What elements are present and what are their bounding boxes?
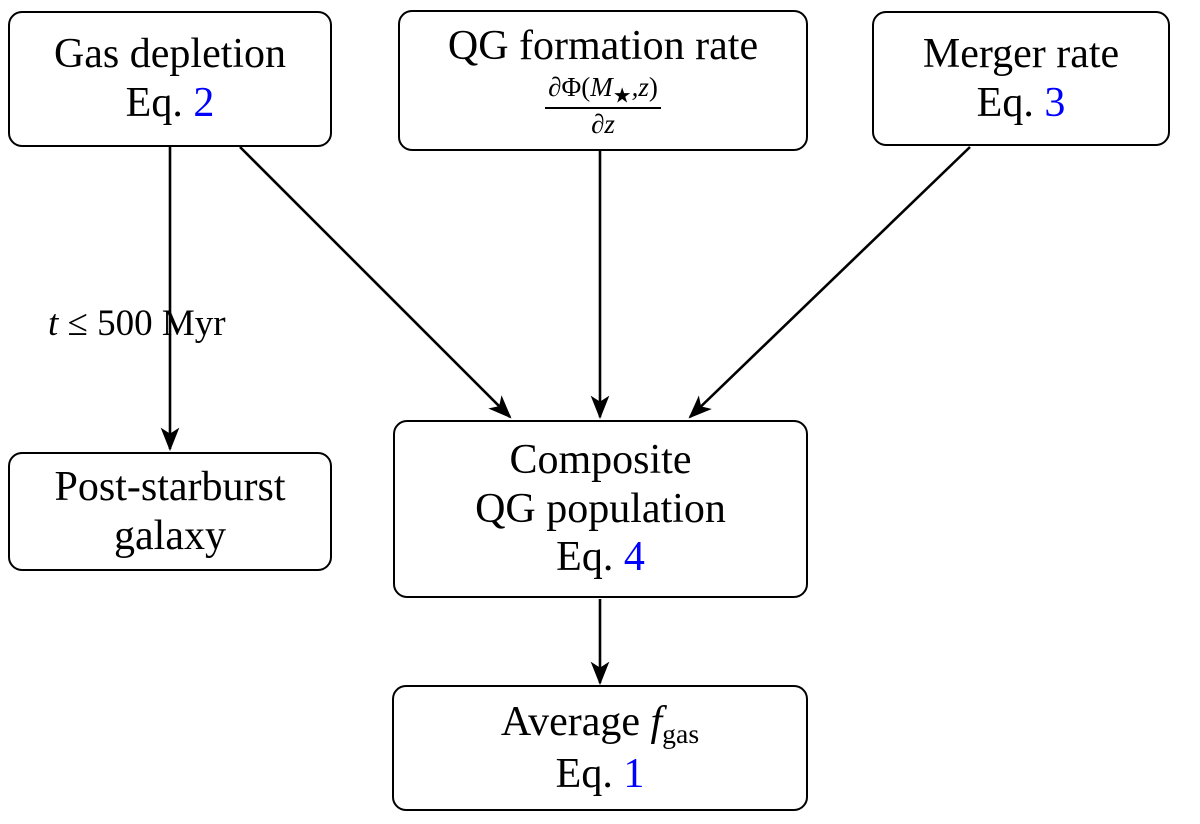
- time-symbol: t: [48, 303, 59, 344]
- node-qg-formation-rate-title: QG formation rate: [447, 23, 759, 70]
- node-post-starburst-galaxy[interactable]: Post-starburst galaxy: [8, 452, 332, 571]
- node-post-starburst-line1: Post-starburst: [54, 463, 286, 510]
- fgas-symbol: f: [650, 698, 663, 745]
- node-qg-formation-rate[interactable]: QG formation rate ∂Φ(M★,z) ∂z: [398, 10, 808, 151]
- eq-prefix: Eq.: [976, 79, 1034, 126]
- node-merger-rate-title: Merger rate: [922, 30, 1120, 77]
- node-merger-rate-equation: Eq. 3: [977, 79, 1066, 128]
- eq-number-link[interactable]: 3: [1044, 79, 1066, 126]
- average-label: Average: [500, 698, 640, 745]
- comma-redshift: ,z: [631, 71, 649, 102]
- node-gas-depletion[interactable]: Gas depletion Eq. 2: [8, 11, 332, 147]
- edge-merger-rate-to-composite: [688, 146, 971, 419]
- eq-prefix: Eq.: [555, 750, 613, 797]
- phi-symbol: Φ: [561, 71, 582, 102]
- eq-prefix: Eq.: [556, 534, 614, 581]
- paren-open: (: [581, 71, 591, 102]
- node-gas-depletion-equation: Eq. 2: [126, 79, 215, 128]
- eq-prefix: Eq.: [125, 80, 183, 126]
- node-composite-line2: QG population: [475, 485, 726, 532]
- redshift-symbol: z: [604, 109, 615, 140]
- eq-number-link[interactable]: 1: [623, 750, 645, 797]
- time-constraint-value: ≤ 500 Myr: [67, 303, 226, 344]
- node-average-fgas-title: Average fgas: [501, 698, 699, 750]
- fgas-subscript: gas: [662, 717, 700, 749]
- node-composite-equation: Eq. 4: [556, 533, 645, 582]
- qg-formation-rate-formula: ∂Φ(M★,z) ∂z: [545, 73, 661, 139]
- eq-number-link[interactable]: 4: [623, 534, 645, 581]
- stellar-mass-symbol: M: [590, 71, 613, 102]
- node-gas-depletion-title: Gas depletion: [53, 31, 287, 78]
- edge-label-time-constraint: t ≤ 500 Myr: [48, 302, 226, 345]
- node-post-starburst-line2: galaxy: [114, 512, 226, 559]
- paren-close: ): [648, 71, 658, 102]
- formula-denominator: ∂z: [591, 109, 615, 138]
- node-average-fgas-equation: Eq. 1: [556, 750, 645, 799]
- star-subscript-icon: ★: [612, 83, 632, 108]
- formula-numerator: ∂Φ(M★,z): [545, 71, 661, 110]
- node-merger-rate[interactable]: Merger rate Eq. 3: [872, 11, 1170, 146]
- partial-symbol: ∂: [548, 71, 562, 102]
- edge-gas-depletion-to-composite: [239, 146, 512, 419]
- partial-symbol-denominator: ∂: [591, 109, 605, 140]
- eq-number-link[interactable]: 2: [193, 80, 215, 126]
- node-average-fgas[interactable]: Average fgas Eq. 1: [392, 685, 808, 811]
- node-composite-line1: Composite: [509, 436, 692, 483]
- node-composite-qg-population[interactable]: Composite QG population Eq. 4: [393, 420, 808, 598]
